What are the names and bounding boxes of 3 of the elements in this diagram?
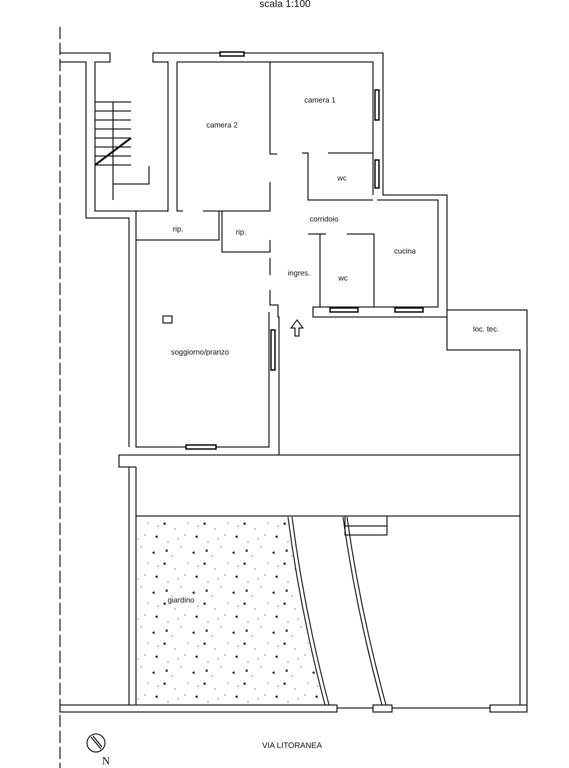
- street-name: VIA LITORANEA: [262, 742, 322, 750]
- scale-note: scala 1:100: [259, 0, 311, 10]
- north-label: N: [102, 756, 110, 768]
